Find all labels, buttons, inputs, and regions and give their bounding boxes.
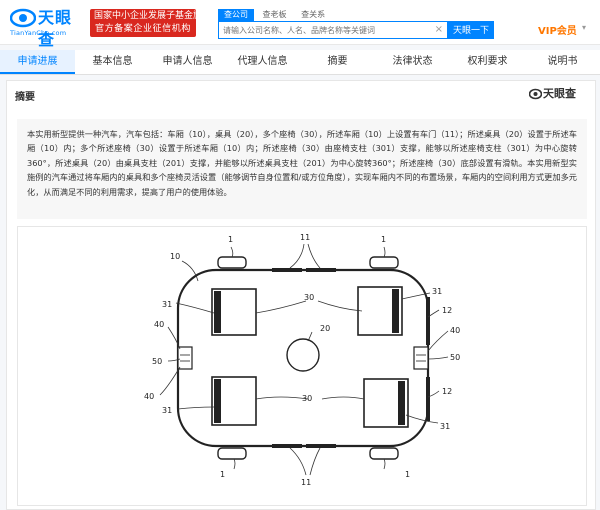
search-tab-relation[interactable]: 查关系: [301, 10, 326, 19]
tab-description[interactable]: 说明书: [547, 56, 578, 67]
label-door: 11: [301, 478, 311, 487]
search-tab-company[interactable]: 查公司: [218, 9, 254, 21]
watermark-text: 天眼查: [543, 87, 576, 100]
label-seat-rail: 31: [440, 422, 450, 431]
patent-drawing[interactable]: 1 1 11 10 31 30 31 12 20 40 50 40 50 40 …: [17, 226, 587, 506]
abstract-section: 摘要 天眼查 本实用新型提供一种汽车，汽车包括：车厢（10），桌具（20），多个…: [6, 80, 596, 510]
door-bottom-right: [306, 444, 336, 448]
round-table: [286, 338, 320, 372]
tab-applicant-info[interactable]: 申请人信息: [162, 56, 213, 67]
label-door: 11: [300, 233, 310, 242]
patent-tabs: 申请进展 基本信息 申请人信息 代理人信息 摘要 法律状态 权利要求 说明书: [0, 50, 600, 75]
label-window: 40: [450, 326, 460, 335]
side-door-right-bottom: [426, 377, 430, 421]
label-side-part: 12: [442, 387, 452, 396]
logo-subtext: TianYanCha.com: [10, 29, 67, 37]
abstract-content: 本实用新型提供一种汽车，汽车包括：车厢（10），桌具（20），多个座椅（30），…: [17, 119, 587, 219]
wheel-rear-left: [217, 447, 247, 460]
label-side-panel: 50: [450, 353, 460, 362]
label-wheel: 1: [220, 470, 225, 479]
seat-front-left: [211, 288, 257, 336]
label-seat: 30: [302, 394, 312, 403]
side-panel-right: [413, 346, 429, 370]
badge-line-1: 国家中小企业发展子基金旗下: [94, 11, 212, 21]
vip-member-link[interactable]: VIP会员: [538, 26, 577, 37]
label-window: 40: [144, 392, 154, 401]
tab-basic-info[interactable]: 基本信息: [92, 56, 133, 67]
badge-line-2: 官方备案企业征信机构: [94, 24, 191, 34]
seat-rear-left: [211, 376, 257, 426]
label-side-panel: 50: [152, 357, 162, 366]
wheel-front-left: [217, 256, 247, 269]
top-header: 天眼查 TianYanCha.com 国家中小企业发展子基金旗下 官方备案企业征…: [0, 0, 600, 49]
tab-application-progress[interactable]: 申请进展: [0, 50, 75, 74]
tab-abstract[interactable]: 摘要: [327, 56, 348, 67]
door-top-left: [272, 268, 302, 272]
side-panel-left: [177, 346, 193, 370]
tab-claims[interactable]: 权利要求: [467, 56, 508, 67]
seat-front-right: [357, 286, 403, 336]
wheel-rear-right: [369, 447, 399, 460]
label-window: 40: [154, 320, 164, 329]
door-top-right: [306, 268, 336, 272]
tianyancha-logo[interactable]: 天眼查 TianYanCha.com: [10, 7, 88, 49]
door-bottom-left: [272, 444, 302, 448]
wheel-front-right: [369, 256, 399, 269]
leader-lines: [159, 243, 449, 476]
clear-icon[interactable]: ×: [434, 24, 443, 35]
eye-logo-icon: [529, 88, 542, 100]
official-badge[interactable]: 国家中小企业发展子基金旗下 官方备案企业征信机构: [90, 9, 212, 37]
tianyancha-watermark: 天眼查: [529, 87, 585, 101]
label-table: 20: [320, 324, 330, 333]
search-input[interactable]: [223, 22, 433, 38]
section-title: 摘要: [15, 92, 35, 103]
car-layout-drawing: 1 1 11 10 31 30 31 12 20 40 50 40 50 40 …: [144, 233, 460, 487]
label-side-part: 12: [442, 306, 452, 315]
chevron-down-icon[interactable]: ▾: [582, 23, 587, 32]
tab-agent-info[interactable]: 代理人信息: [237, 56, 288, 67]
label-wheel: 1: [381, 235, 386, 244]
seat-rear-right: [363, 378, 409, 428]
abstract-text: 本实用新型提供一种汽车，汽车包括：车厢（10），桌具（20），多个座椅（30），…: [27, 129, 577, 197]
side-door-right-top: [426, 297, 430, 345]
label-seat: 30: [304, 293, 314, 302]
search-tab-boss[interactable]: 查老板: [262, 10, 287, 19]
label-seat-rail: 31: [162, 300, 172, 309]
search-box: ×: [218, 21, 448, 39]
search-type-tabs: 查公司 查老板 查关系: [218, 9, 331, 21]
logo-text: 天眼查: [38, 8, 73, 49]
eye-logo-icon: [10, 8, 36, 28]
tab-legal-status[interactable]: 法律状态: [392, 56, 433, 67]
label-body: 10: [170, 252, 180, 261]
label-wheel: 1: [228, 235, 233, 244]
label-seat-rail: 31: [162, 406, 172, 415]
search-button[interactable]: 天眼一下: [448, 21, 494, 39]
label-seat-rail: 31: [432, 287, 442, 296]
label-wheel: 1: [405, 470, 410, 479]
